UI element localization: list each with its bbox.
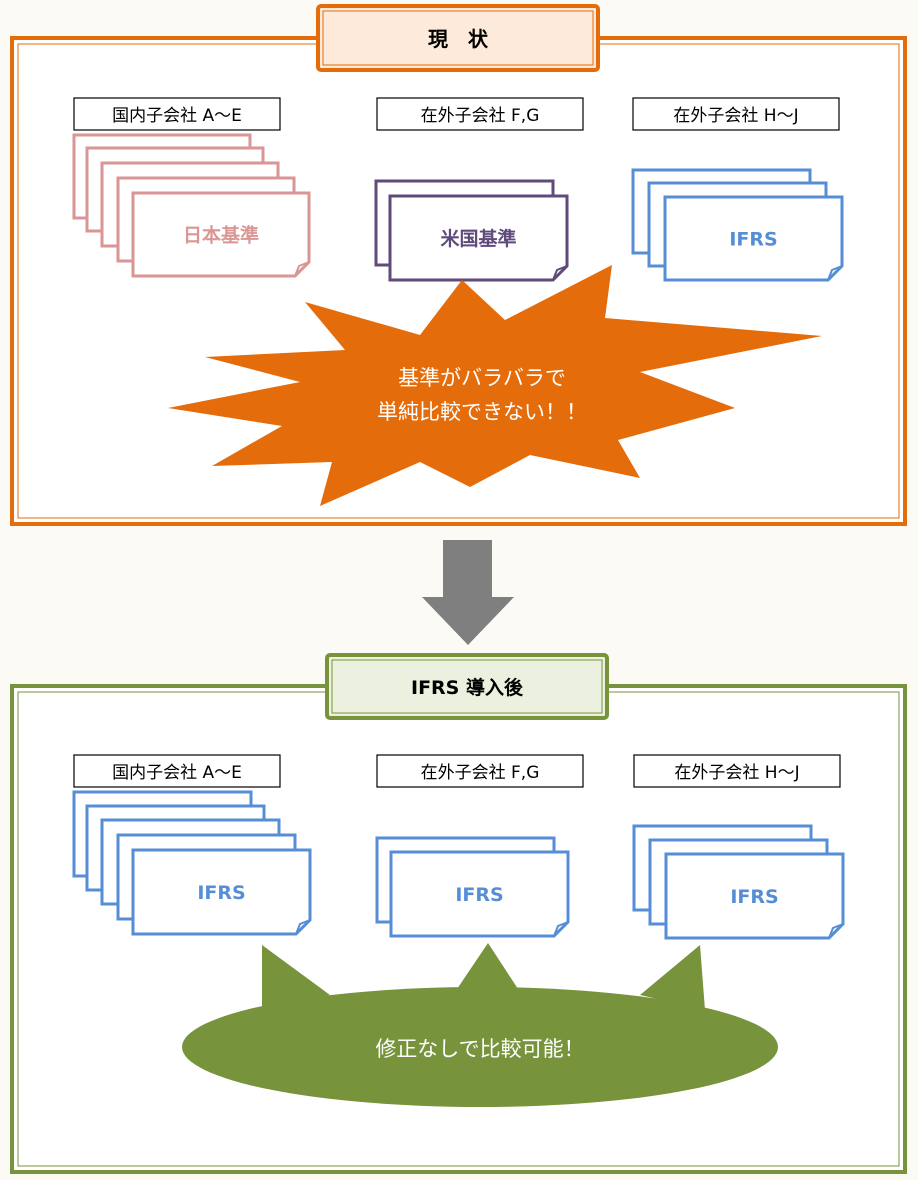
accounting-standard: IFRS <box>729 229 777 251</box>
after-title-box: IFRS 導入後 <box>325 653 609 720</box>
document-sheet <box>664 852 845 940</box>
before-group-3: 在外子会社 H～J IFRS <box>631 97 844 282</box>
document-sheet <box>131 848 312 936</box>
company-label-box <box>73 97 281 131</box>
before-title: 現 状 <box>428 27 489 51</box>
company-label: 国内子会社 A～E <box>112 106 242 126</box>
problem-starburst: 基準がバラバラで 単純比較できない！！ <box>168 265 822 506</box>
accounting-standard: 米国基準 <box>440 227 516 250</box>
before-title-box: 現 状 <box>316 4 600 72</box>
company-label: 国内子会社 A～E <box>112 763 242 783</box>
document-sheet <box>663 195 844 282</box>
before-group-2: 在外子会社 F,G 米国基準 <box>374 97 584 282</box>
accounting-standard: IFRS <box>197 882 245 904</box>
after-title: IFRS 導入後 <box>411 676 524 699</box>
company-label-box <box>632 97 840 131</box>
accounting-standard: IFRS <box>730 886 778 908</box>
result-bubble: 修正なしで比較可能！ <box>182 943 778 1107</box>
company-label-box <box>633 754 841 788</box>
document-sheet <box>388 194 569 282</box>
document-sheet <box>389 850 570 938</box>
burst-line-1: 基準がバラバラで <box>398 366 566 390</box>
accounting-standard: 日本基準 <box>183 224 259 247</box>
company-label: 在外子会社 F,G <box>421 106 540 126</box>
bubble-text: 修正なしで比較可能！ <box>375 1037 584 1061</box>
company-label-box <box>376 97 584 131</box>
company-label-box <box>376 754 584 788</box>
document-sheet <box>131 191 311 278</box>
company-label: 在外子会社 H～J <box>674 763 799 783</box>
company-label: 在外子会社 F,G <box>421 763 540 783</box>
burst-line-2: 単純比較できない！！ <box>377 400 587 424</box>
after-group-3: 在外子会社 H～J IFRS <box>632 754 845 940</box>
after-group-1: 国内子会社 A～E IFRS <box>72 754 312 936</box>
before-group-1: 国内子会社 A～E 日本基準 <box>72 97 311 278</box>
company-label-box <box>73 754 281 788</box>
accounting-standard: IFRS <box>455 884 503 906</box>
after-group-2: 在外子会社 F,G IFRS <box>375 754 584 938</box>
down-arrow <box>422 540 514 645</box>
company-label: 在外子会社 H～J <box>673 106 798 126</box>
